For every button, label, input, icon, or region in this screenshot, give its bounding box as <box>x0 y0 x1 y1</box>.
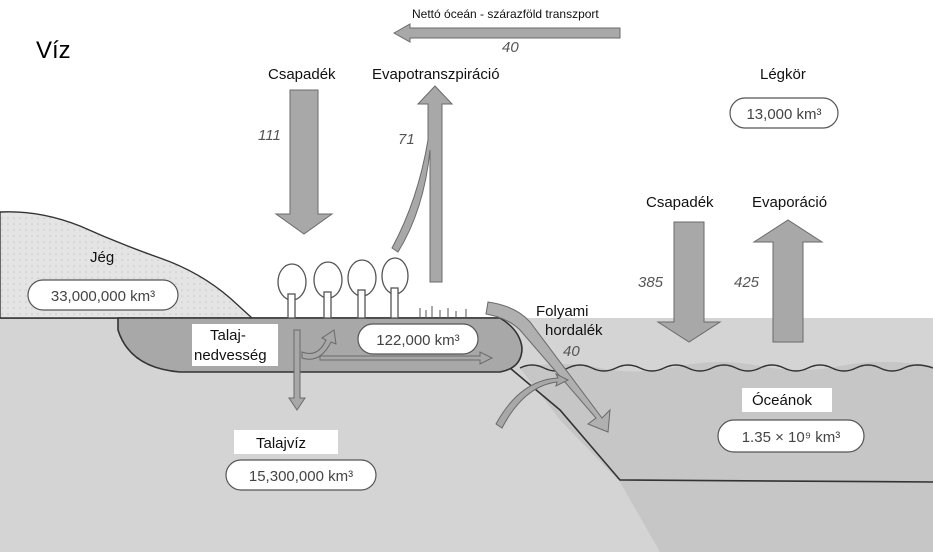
ocean-volume-pill <box>717 419 865 453</box>
land-precipitation-value: 111 <box>258 127 281 144</box>
grass-icon <box>419 306 467 318</box>
ocean-evaporation-arrow <box>752 219 824 343</box>
ocean-label-box <box>742 388 832 412</box>
river-label-line2: hordalék <box>545 322 603 339</box>
ocean-label: Óceánok <box>752 392 813 409</box>
soil-label-line1: Talaj- <box>210 327 246 344</box>
ocean-volume: 1.35 × 10⁹ km³ <box>742 429 841 446</box>
ocean-evaporation-label: Evaporáció <box>752 194 827 211</box>
ocean-surface-wave <box>519 364 933 372</box>
ocean-precipitation-label: Csapadék <box>646 194 714 211</box>
land-precipitation-label: Csapadék <box>268 66 336 83</box>
atmosphere-label: Légkör <box>760 66 806 83</box>
atmosphere-volume: 13,000 km³ <box>746 106 821 123</box>
net-transport-arrow <box>392 23 621 43</box>
river-runoff-arrow <box>485 301 611 433</box>
groundwater-volume-pill <box>225 459 377 491</box>
soil-volume-pill <box>357 323 479 355</box>
soil-to-river-arrow <box>319 351 494 365</box>
land-precipitation-arrow <box>274 89 334 235</box>
river-value: 40 <box>563 343 580 360</box>
ocean-precipitation-arrow <box>656 221 722 343</box>
ice-label: Jég <box>90 249 114 266</box>
soil-to-groundwater-arrow <box>288 329 306 411</box>
evapotranspiration-label: Evapotranszpiráció <box>372 66 500 83</box>
atmosphere-volume-pill <box>729 97 839 129</box>
groundwater-volume: 15,300,000 km³ <box>249 468 353 485</box>
ocean-precipitation-value: 385 <box>638 274 664 291</box>
ocean-evaporation-value: 425 <box>734 274 760 291</box>
soil-label-line2: nedvesség <box>194 347 267 364</box>
evapotranspiration-arrow <box>391 85 454 283</box>
trees-icon <box>277 257 409 319</box>
river-label-line1: Folyami <box>536 303 589 320</box>
evapotranspiration-value: 71 <box>398 131 415 148</box>
soil-volume: 122,000 km³ <box>376 332 459 349</box>
net-transport-label: Nettó óceán - szárazföld transzport <box>412 7 599 21</box>
soil-label-box <box>192 324 278 366</box>
soil-recirculation-arrow <box>301 329 337 360</box>
diagram-title: Víz <box>36 37 71 64</box>
net-transport-value: 40 <box>502 39 519 56</box>
groundwater-label-box <box>234 430 338 454</box>
groundwater-discharge-arrow <box>495 372 570 429</box>
groundwater-label: Talajvíz <box>256 435 306 452</box>
ice-volume: 33,000,000 km³ <box>51 288 155 305</box>
ice-volume-pill <box>27 279 179 311</box>
